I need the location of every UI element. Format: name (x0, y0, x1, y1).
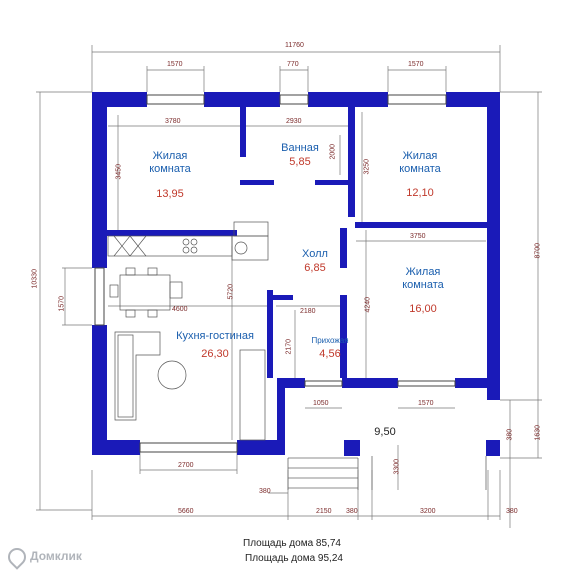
dim-right-bottom: 1630 (534, 424, 542, 441)
room-area-entry: 4,56 (319, 348, 341, 360)
watermark-text: Домклик (30, 549, 82, 564)
dim-bath-height: 2000 (329, 143, 337, 160)
room-area-kitchen: 26,30 (201, 348, 229, 360)
dim-bath-width: 2930 (286, 118, 302, 125)
dim-bottom-total-2: 2150 (316, 508, 332, 515)
dim-bottom-window: 1570 (418, 400, 434, 407)
dim-bottom-total-4: 3200 (420, 508, 436, 515)
dim-bottom-total-5: 380 (506, 508, 518, 515)
dim-right-380: 380 (506, 428, 514, 441)
dim-kitchen-width: 4600 (172, 306, 188, 313)
room-name-bath: Ванная (281, 142, 319, 154)
dim-bottom-total-1: 5660 (178, 508, 194, 515)
domclick-logo-icon (4, 544, 30, 570)
room-name-kitchen: Кухня-гостиная (176, 330, 254, 342)
room-area-living-2: 12,10 (406, 187, 434, 199)
house-area-label: Площадь дома 85,74 (243, 538, 341, 549)
dim-step: 380 (259, 488, 271, 495)
dim-stairs-height: 3300 (393, 458, 401, 475)
dim-top-window-2: 770 (287, 61, 299, 68)
dim-left-window: 1570 (58, 295, 66, 312)
room-name-living-3: Жилая комната (402, 266, 444, 291)
room-area-living-3: 16,00 (409, 303, 437, 315)
dim-top-total: 11760 (285, 42, 304, 49)
dim-room-1-height: 3450 (115, 163, 123, 180)
dim-left-total: 10330 (31, 269, 39, 289)
room-area-living-1: 13,95 (156, 188, 184, 200)
dim-kitchen-height: 5720 (227, 283, 235, 300)
dim-room-3-height: 4240 (364, 296, 372, 313)
dim-bottom-door-1: 1050 (313, 400, 329, 407)
dim-kitchen-window: 2700 (178, 462, 194, 469)
dim-right-total: 8700 (534, 242, 542, 259)
room-area-bath: 5,85 (289, 156, 311, 168)
dim-entry-height: 2170 (285, 338, 293, 355)
room-name-hall: Холл (302, 248, 328, 260)
watermark: Домклик (4, 544, 82, 570)
room-area-hall: 6,85 (304, 262, 326, 274)
room-name-living-2: Жилая комната (399, 150, 441, 175)
room-name-entry: Прихожая (311, 336, 349, 345)
dim-entry-width: 2180 (300, 308, 316, 315)
dim-room-2-height: 3250 (363, 158, 371, 175)
dim-top-window-1: 1570 (167, 61, 183, 68)
dim-room-3-width: 3750 (410, 233, 426, 240)
room-area-terrace: 9,50 (374, 426, 396, 438)
room-name-living-1: Жилая комната (149, 150, 191, 175)
dim-top-window-3: 1570 (408, 61, 424, 68)
dim-room-1-width: 3780 (165, 118, 181, 125)
dim-bottom-total-3: 380 (346, 508, 358, 515)
total-area-label: Площадь дома 95,24 (245, 553, 343, 564)
